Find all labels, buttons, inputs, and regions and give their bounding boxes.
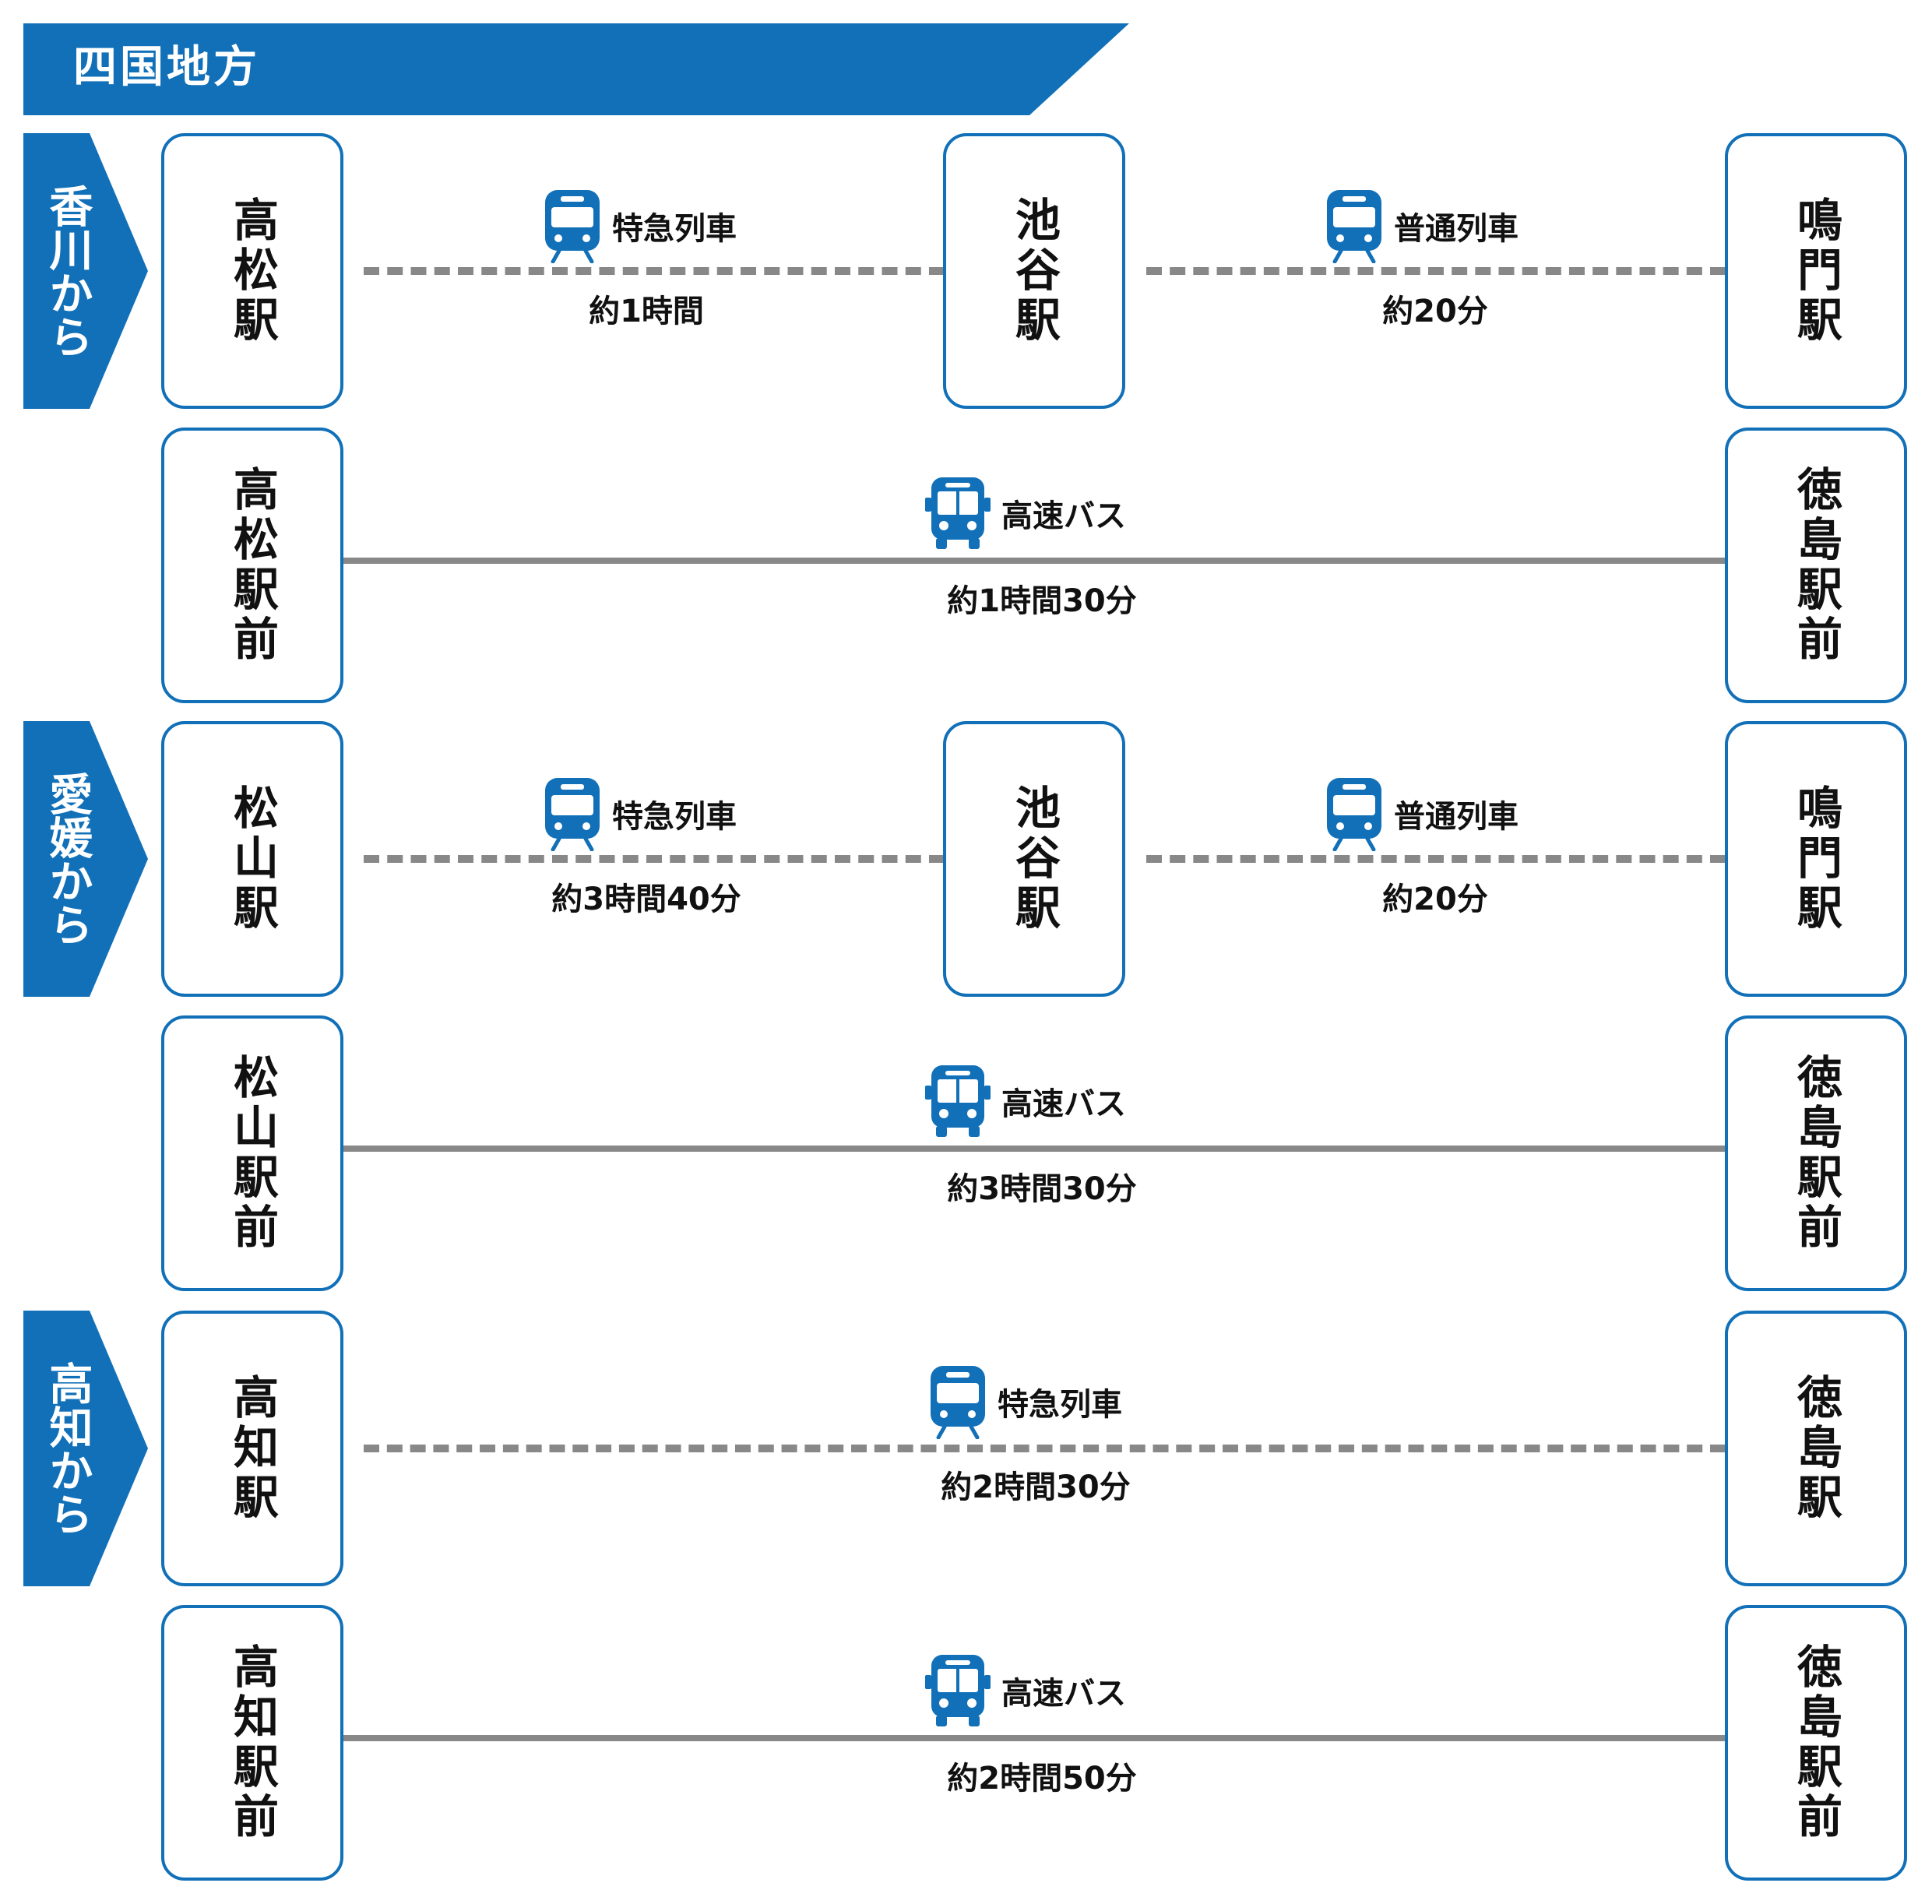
duration-label: 約2時間50分 xyxy=(947,1761,1137,1797)
mode-label: 特急列車 xyxy=(612,211,737,247)
bus-icon xyxy=(925,477,991,549)
transport-mode: 高速バス xyxy=(925,1064,1126,1139)
duration-label: 約20分 xyxy=(1382,294,1488,329)
header-bar xyxy=(23,23,1090,115)
route-line-dashed xyxy=(364,855,945,863)
region-label-ehime: 愛媛から xyxy=(42,772,93,946)
train-icon xyxy=(1327,190,1381,263)
train-icon xyxy=(1327,778,1381,851)
mode-label: 特急列車 xyxy=(998,1387,1122,1423)
bus-icon xyxy=(925,1065,991,1137)
duration-label: 約3時間40分 xyxy=(551,882,741,917)
destination-station: 鳴門駅 xyxy=(1725,721,1907,997)
mode-label: 高速バス xyxy=(1001,1086,1126,1122)
duration-label: 約2時間30分 xyxy=(941,1469,1131,1505)
region-label-kochi: 高知から xyxy=(42,1361,93,1536)
mode-label: 高速バス xyxy=(1001,1676,1126,1712)
transport-mode: 特急列車 xyxy=(544,188,737,263)
train-icon xyxy=(545,778,600,851)
route-line-dashed xyxy=(364,267,945,275)
bus-icon xyxy=(925,1655,991,1726)
region-label-kagawa: 香川から xyxy=(42,184,93,358)
duration-label: 約1時間30分 xyxy=(947,583,1137,619)
origin-station: 高知駅前 xyxy=(161,1605,343,1881)
origin-station: 高知駅 xyxy=(161,1311,343,1586)
transport-mode: 特急列車 xyxy=(929,1364,1122,1439)
transport-mode: 普通列車 xyxy=(1325,776,1519,851)
mode-label: 普通列車 xyxy=(1394,799,1519,835)
route-line-solid xyxy=(343,1735,1726,1741)
transfer-station: 池谷駅 xyxy=(943,133,1125,409)
origin-station: 松山駅前 xyxy=(161,1015,343,1291)
duration-label: 約1時間 xyxy=(589,294,704,329)
train-icon xyxy=(545,190,600,263)
transport-mode: 普通列車 xyxy=(1325,188,1519,263)
transfer-station: 池谷駅 xyxy=(943,721,1125,997)
route-line-dashed xyxy=(1146,267,1726,275)
origin-station: 高松駅 xyxy=(161,133,343,409)
transport-mode: 高速バス xyxy=(925,476,1126,551)
destination-station: 徳島駅前 xyxy=(1725,1015,1907,1291)
transport-mode: 特急列車 xyxy=(544,776,737,851)
mode-label: 高速バス xyxy=(1001,498,1126,534)
transport-mode: 高速バス xyxy=(925,1653,1126,1728)
duration-label: 約20分 xyxy=(1382,882,1488,917)
page-title: 四国地方 xyxy=(73,42,260,93)
mode-label: 特急列車 xyxy=(612,799,737,835)
destination-station: 徳島駅前 xyxy=(1725,1605,1907,1881)
destination-station: 徳島駅 xyxy=(1725,1311,1907,1586)
route-line-solid xyxy=(343,1146,1726,1152)
origin-station: 高松駅前 xyxy=(161,428,343,703)
train-icon xyxy=(931,1366,985,1439)
route-line-solid xyxy=(343,558,1726,564)
route-line-dashed xyxy=(1146,855,1726,863)
origin-station: 松山駅 xyxy=(161,721,343,997)
route-line-dashed xyxy=(364,1445,1726,1452)
mode-label: 普通列車 xyxy=(1394,211,1519,247)
destination-station: 鳴門駅 xyxy=(1725,133,1907,409)
duration-label: 約3時間30分 xyxy=(947,1171,1137,1207)
destination-station: 徳島駅前 xyxy=(1725,428,1907,703)
